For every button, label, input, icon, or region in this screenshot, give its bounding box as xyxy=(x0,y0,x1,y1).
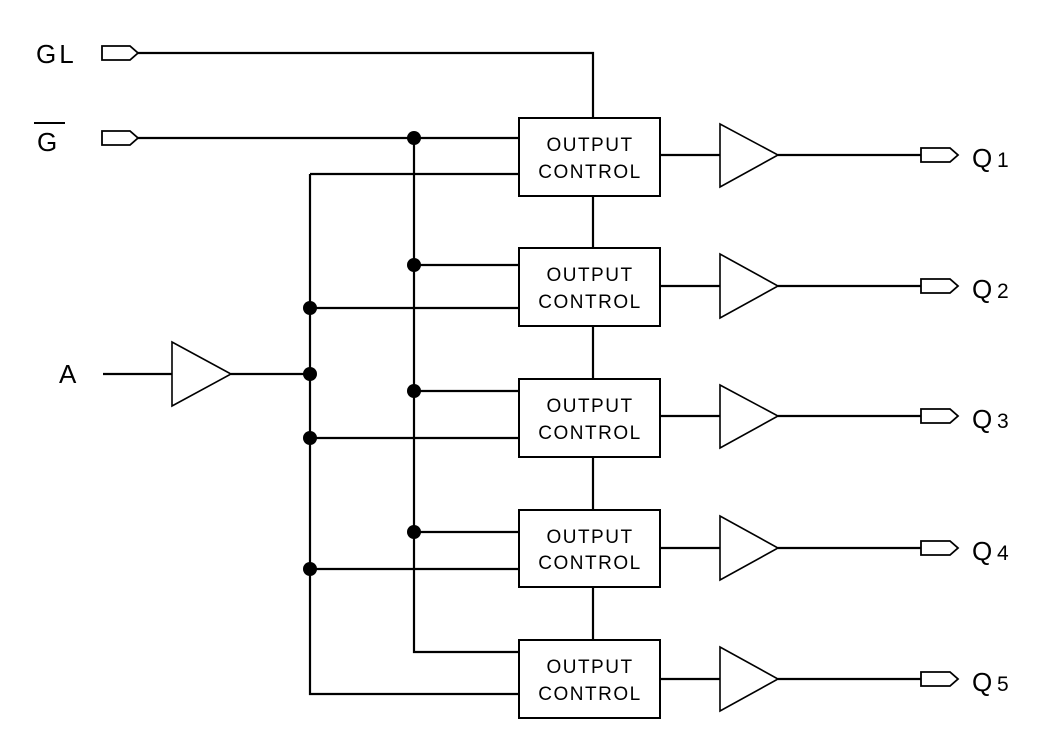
q2-label: Q 2 xyxy=(972,274,1009,304)
output-port-3 xyxy=(920,408,960,424)
q-index: 3 xyxy=(997,410,1009,433)
a-bus xyxy=(308,174,519,696)
junctions xyxy=(303,131,421,576)
q-index: 5 xyxy=(997,673,1009,696)
g-bar-label-group: G xyxy=(34,122,65,157)
output-buffer-triangle-2 xyxy=(719,252,780,320)
q-letter: Q xyxy=(972,274,992,304)
output-control-block-5: OUTPUT CONTROL xyxy=(518,639,661,719)
block-label-line2: CONTROL xyxy=(538,292,641,313)
junction-dot xyxy=(407,258,421,272)
output-port-1 xyxy=(920,147,960,163)
output-buffer-triangle-1 xyxy=(719,122,780,189)
q-letter: Q xyxy=(972,404,992,434)
gl-wire xyxy=(138,51,595,118)
junction-dot xyxy=(303,562,317,576)
output-control-box xyxy=(518,639,661,719)
junction-dot xyxy=(407,384,421,398)
block-label-line2: CONTROL xyxy=(538,423,641,444)
block-label-line2: CONTROL xyxy=(538,684,641,705)
output-buffer-triangle-5 xyxy=(719,645,780,713)
q-letter: Q xyxy=(972,667,992,697)
gl-input-port xyxy=(101,45,140,61)
output-control-block-2: OUTPUT CONTROL xyxy=(518,247,661,327)
g-input-port xyxy=(101,130,140,146)
junction-dot xyxy=(303,431,317,445)
output-control-box xyxy=(518,117,661,197)
output-control-block-1: OUTPUT CONTROL xyxy=(518,117,661,197)
output-port-5 xyxy=(920,671,960,687)
g-bus xyxy=(412,138,519,654)
q-index: 1 xyxy=(997,149,1009,172)
block-label-line1: OUTPUT xyxy=(546,527,633,548)
junction-dot xyxy=(407,131,421,145)
junction-dot xyxy=(303,367,317,381)
junction-dot xyxy=(407,525,421,539)
block-label-line1: OUTPUT xyxy=(546,265,633,286)
q-index: 4 xyxy=(997,542,1009,565)
output-port-2 xyxy=(920,278,960,294)
wiring xyxy=(103,51,921,696)
q-letter: Q xyxy=(972,143,992,173)
output-control-block-4: OUTPUT CONTROL xyxy=(518,509,661,588)
block-label-line1: OUTPUT xyxy=(546,657,633,678)
q-index: 2 xyxy=(997,280,1009,303)
a-label: A xyxy=(59,359,77,389)
q5-label: Q 5 xyxy=(972,667,1009,697)
q1-label: Q 1 xyxy=(972,143,1009,173)
block-label-line1: OUTPUT xyxy=(546,135,633,156)
output-control-box xyxy=(518,247,661,327)
q-letter: Q xyxy=(972,536,992,566)
block-label-line2: CONTROL xyxy=(538,553,641,574)
output-control-box xyxy=(518,509,661,588)
gl-label: GL xyxy=(36,39,77,69)
output-control-block-3: OUTPUT CONTROL xyxy=(518,378,661,458)
junction-dot xyxy=(303,301,317,315)
output-buffer-triangle-3 xyxy=(719,383,780,450)
g-bar-label: G xyxy=(37,127,57,157)
q4-label: Q 4 xyxy=(972,536,1009,566)
output-control-box xyxy=(518,378,661,458)
block-label-line2: CONTROL xyxy=(538,162,641,183)
input-buffer-triangle xyxy=(171,340,233,408)
block-label-line1: OUTPUT xyxy=(546,396,633,417)
output-port-4 xyxy=(920,540,960,556)
output-buffer-triangle-4 xyxy=(719,514,780,582)
q3-label: Q 3 xyxy=(972,404,1009,434)
